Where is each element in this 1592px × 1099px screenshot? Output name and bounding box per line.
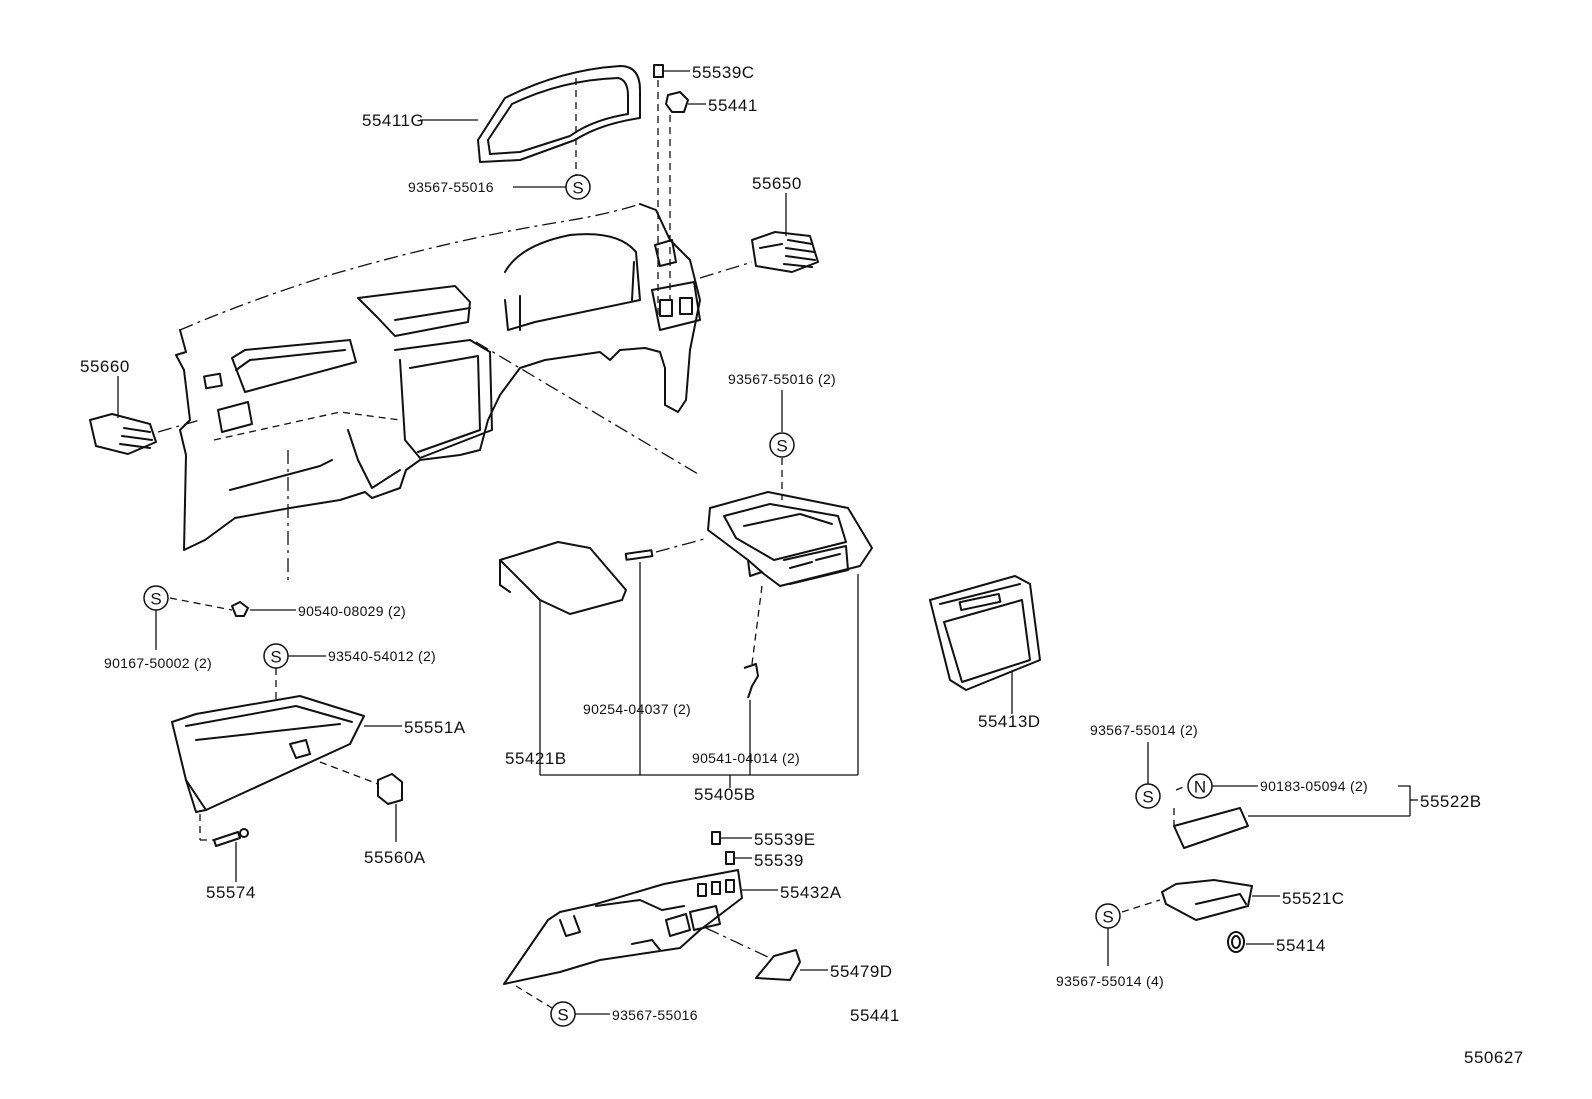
svg-text:S: S bbox=[557, 1006, 568, 1025]
label-55479D: 55479D bbox=[830, 962, 893, 981]
label-55421B: 55421B bbox=[505, 749, 567, 768]
svg-text:S: S bbox=[270, 648, 281, 667]
svg-text:S: S bbox=[1102, 908, 1113, 927]
leader-dash bbox=[1121, 899, 1161, 913]
bolt-55574 bbox=[213, 831, 241, 847]
clip-55539 bbox=[725, 851, 735, 865]
label-93567-55014-2: 93567-55014 (2) bbox=[1090, 722, 1198, 738]
label-55574: 55574 bbox=[206, 883, 256, 902]
screw-symbol: S bbox=[769, 432, 795, 458]
svg-text:S: S bbox=[150, 590, 161, 609]
nut-90540-08029 bbox=[231, 601, 249, 617]
label-55539C: 55539C bbox=[692, 63, 755, 82]
leader-dash bbox=[319, 761, 379, 785]
screw-symbol: S bbox=[550, 1001, 576, 1027]
latch-55560A bbox=[377, 773, 403, 805]
diagram-id: 550627 bbox=[1464, 1048, 1524, 1067]
label-93540-54012: 93540-54012 (2) bbox=[328, 648, 436, 664]
grommet-inner bbox=[1231, 935, 1241, 949]
leader-dash bbox=[705, 927, 771, 959]
svg-text:S: S bbox=[776, 437, 787, 456]
svg-text:S: S bbox=[572, 179, 583, 198]
label-55414: 55414 bbox=[1276, 936, 1326, 955]
leader-dash bbox=[699, 261, 753, 279]
label-55405B: 55405B bbox=[694, 785, 756, 804]
label-55441-top: 55441 bbox=[708, 96, 758, 115]
label-90183-05094: 90183-05094 (2) bbox=[1260, 778, 1368, 794]
bolt-head bbox=[239, 828, 249, 838]
label-55539: 55539 bbox=[754, 851, 804, 870]
label-55660: 55660 bbox=[80, 357, 130, 376]
center-cluster-55405B bbox=[707, 491, 873, 587]
cover-edge bbox=[499, 559, 511, 593]
switch-55441-top bbox=[665, 91, 689, 113]
instrument-panel bbox=[175, 203, 701, 551]
lower-panel-55432A bbox=[503, 869, 743, 985]
label-55551A: 55551A bbox=[404, 718, 466, 737]
leader-dash bbox=[157, 419, 201, 433]
clip-55539E bbox=[711, 831, 721, 845]
bracket-line bbox=[1398, 785, 1411, 816]
pocket-55522B bbox=[1173, 807, 1249, 849]
svg-text:N: N bbox=[1194, 778, 1206, 797]
leader-dash bbox=[169, 597, 233, 611]
register-55650 bbox=[751, 231, 819, 273]
pocket-55521C bbox=[1161, 879, 1253, 921]
screw-symbol: S bbox=[565, 174, 591, 200]
leader-dash bbox=[1175, 785, 1187, 791]
label-93567-55016-bottom: 93567-55016 bbox=[612, 1007, 698, 1023]
label-55560A: 55560A bbox=[364, 848, 426, 867]
label-93567-55016-2: 93567-55016 (2) bbox=[728, 371, 836, 387]
label-90541-04014: 90541-04014 (2) bbox=[692, 750, 800, 766]
label-55539E: 55539E bbox=[754, 830, 816, 849]
clip-55539C bbox=[653, 64, 664, 78]
leader-dash bbox=[475, 341, 699, 475]
label-90167-50002: 90167-50002 (2) bbox=[104, 655, 212, 671]
label-93567-55016-top: 93567-55016 bbox=[408, 179, 494, 195]
screw-symbol: S bbox=[1095, 903, 1121, 929]
label-90254-04037: 90254-04037 (2) bbox=[583, 701, 691, 717]
cover-55421B bbox=[499, 541, 627, 615]
nut-symbol: N bbox=[1187, 773, 1213, 799]
label-93567-55014-4: 93567-55014 (4) bbox=[1056, 973, 1164, 989]
glovebox-55551A bbox=[171, 695, 365, 813]
bolt-90541-04014 bbox=[743, 663, 759, 699]
leader-dash bbox=[751, 585, 763, 665]
label-55650: 55650 bbox=[752, 174, 802, 193]
label-90540-08029: 90540-08029 (2) bbox=[298, 603, 406, 619]
svg-text:S: S bbox=[1142, 788, 1153, 807]
panel-55413D bbox=[929, 575, 1041, 691]
pocket-inner bbox=[1195, 893, 1247, 905]
cluster-hood-55411G bbox=[477, 65, 641, 163]
cover-55479D bbox=[755, 949, 801, 981]
leader-dash bbox=[515, 985, 553, 1009]
label-55411G: 55411G bbox=[362, 111, 424, 130]
screw-symbol: S bbox=[263, 643, 289, 669]
label-55521C: 55521C bbox=[1282, 889, 1345, 908]
screw-symbol: S bbox=[1135, 783, 1161, 809]
screw-symbol: S bbox=[143, 585, 169, 611]
grommet-55414 bbox=[1227, 931, 1245, 953]
clip-90254-04037 bbox=[624, 549, 654, 561]
label-55432A: 55432A bbox=[780, 883, 842, 902]
label-55413D: 55413D bbox=[978, 712, 1041, 731]
register-55660 bbox=[89, 413, 157, 455]
label-55441-bottom: 55441 bbox=[850, 1006, 900, 1025]
leader-dash bbox=[655, 537, 709, 553]
label-55522B: 55522B bbox=[1420, 792, 1482, 811]
